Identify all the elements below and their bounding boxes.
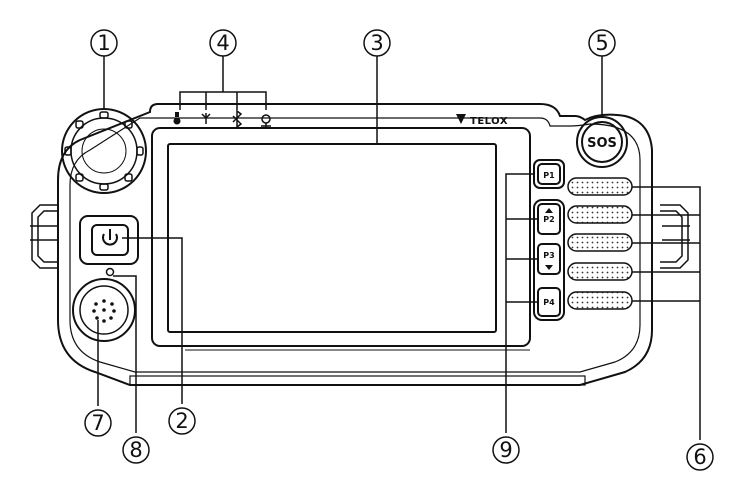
programmable-keys bbox=[533, 159, 565, 321]
sos-label: SOS bbox=[587, 136, 617, 151]
callout-6: 6 bbox=[686, 443, 714, 471]
brand-logo: TELOX bbox=[456, 114, 508, 127]
callout-7: 7 bbox=[84, 409, 112, 437]
bluetooth-icon bbox=[232, 109, 243, 129]
callout-2-label: 2 bbox=[175, 409, 188, 433]
power-icon bbox=[102, 229, 118, 246]
display-screen bbox=[151, 127, 531, 347]
connector-pins bbox=[92, 299, 116, 323]
callout-2: 2 bbox=[168, 407, 196, 435]
key-p2[interactable]: P2 bbox=[543, 215, 554, 224]
status-icon-strip bbox=[173, 109, 271, 129]
left-mount-bracket bbox=[30, 204, 58, 269]
speaker-grilles bbox=[567, 177, 633, 310]
callout-5: 5 bbox=[588, 29, 616, 57]
callout-7-label: 7 bbox=[91, 411, 104, 435]
key-p3[interactable]: P3 bbox=[543, 251, 554, 260]
antenna-icon bbox=[201, 113, 211, 124]
leader-lines bbox=[97, 56, 701, 440]
callout-9-label: 9 bbox=[499, 438, 512, 462]
callout-8: 8 bbox=[122, 436, 150, 464]
callout-9: 9 bbox=[492, 436, 520, 464]
callout-1: 1 bbox=[90, 29, 118, 57]
device-housing bbox=[57, 103, 653, 386]
key-p1[interactable]: P1 bbox=[543, 171, 555, 180]
right-mount-bracket bbox=[660, 204, 690, 269]
signal-icon bbox=[173, 112, 181, 125]
callout-8-label: 8 bbox=[129, 438, 142, 462]
power-indicator-led bbox=[105, 267, 115, 277]
callout-3: 3 bbox=[363, 29, 391, 57]
power-button[interactable] bbox=[79, 215, 139, 265]
callout-3-label: 3 bbox=[370, 31, 383, 55]
microphone-connector[interactable] bbox=[72, 278, 136, 342]
key-p4[interactable]: P4 bbox=[543, 298, 555, 307]
callout-6-label: 6 bbox=[693, 445, 706, 469]
callout-4-label: 4 bbox=[216, 31, 229, 55]
callout-1-label: 1 bbox=[97, 31, 110, 55]
gps-icon bbox=[261, 114, 271, 127]
callout-5-label: 5 bbox=[595, 31, 608, 55]
volume-knob[interactable] bbox=[61, 108, 147, 194]
callout-4: 4 bbox=[209, 29, 237, 57]
brand-name: TELOX bbox=[470, 116, 508, 127]
